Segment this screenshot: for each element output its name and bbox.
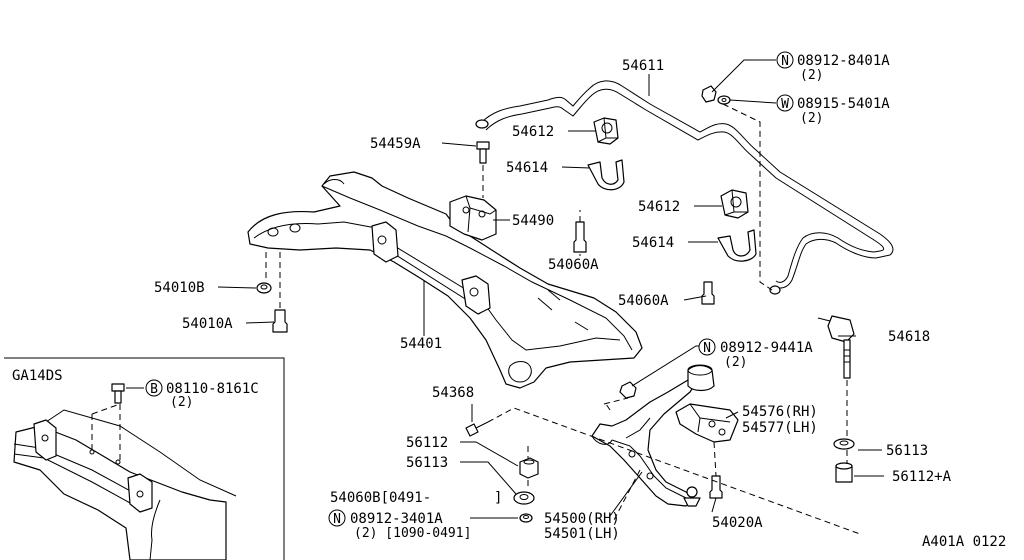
washer-icon bbox=[256, 282, 272, 294]
clamp-icon bbox=[587, 159, 625, 191]
footer-code: A401A 0122 bbox=[922, 534, 1006, 550]
inset-panel bbox=[4, 357, 285, 560]
label-54368: 54368 bbox=[432, 385, 474, 401]
label-08912-3401a: 08912-3401A bbox=[350, 511, 443, 527]
label-54010a: 54010A bbox=[182, 316, 233, 332]
stabilizer-link-icon bbox=[817, 315, 855, 379]
marker-b: B bbox=[145, 379, 163, 397]
bolt-icon bbox=[573, 221, 587, 253]
label-08915-5401a: 08915-5401A bbox=[797, 96, 890, 112]
label-54500: 54500(RH) bbox=[544, 511, 620, 527]
bushing-icon bbox=[593, 117, 619, 145]
bolt-icon bbox=[476, 141, 490, 164]
label-54618: 54618 bbox=[888, 329, 930, 345]
label-08912-8401a-qty: (2) bbox=[800, 68, 823, 83]
marker-n-1: N bbox=[776, 51, 794, 69]
label-08912-9441a: 08912-9441A bbox=[720, 340, 813, 356]
inset-title: GA14DS bbox=[12, 368, 63, 384]
crossmember-icon bbox=[247, 171, 643, 389]
label-54010b: 54010B bbox=[154, 280, 205, 296]
lower-control-arm-icon bbox=[591, 364, 715, 507]
label-54501: 54501(LH) bbox=[544, 526, 620, 542]
label-54576: 54576(RH) bbox=[742, 404, 818, 420]
bushing-icon bbox=[833, 438, 855, 450]
label-56113-right: 56113 bbox=[886, 443, 928, 459]
marker-n-text: N bbox=[333, 512, 341, 527]
reference-lines bbox=[265, 103, 861, 535]
label-54611: 54611 bbox=[622, 58, 664, 74]
nut-icon bbox=[701, 85, 717, 103]
ball-joint-icon bbox=[683, 475, 723, 507]
washer-icon bbox=[717, 95, 731, 105]
label-08915-5401a-qty: (2) bbox=[800, 111, 823, 126]
label-56112: 56112 bbox=[406, 435, 448, 451]
label-54459a: 54459A bbox=[370, 136, 421, 152]
stabilizer-bar-icon bbox=[475, 80, 894, 295]
marker-n-text: N bbox=[781, 54, 789, 69]
label-54614-lower: 54614 bbox=[632, 235, 674, 251]
label-54612-lower: 54612 bbox=[638, 199, 680, 215]
label-54060b: 54060B[0491- bbox=[330, 490, 431, 506]
clamp-icon bbox=[717, 229, 757, 262]
nut-icon bbox=[619, 381, 637, 399]
label-54060a-lower: 54060A bbox=[618, 293, 669, 309]
label-54614-upper: 54614 bbox=[506, 160, 548, 176]
nut-icon bbox=[519, 513, 533, 523]
label-54060a-upper: 54060A bbox=[548, 257, 599, 273]
bolt-icon bbox=[272, 309, 288, 333]
label-08912-9441a-qty: (2) bbox=[724, 355, 747, 370]
marker-w: W bbox=[776, 94, 794, 112]
marker-n-text: N bbox=[703, 341, 711, 356]
label-54612-upper: 54612 bbox=[512, 124, 554, 140]
marker-n-2: N bbox=[698, 338, 716, 356]
bushing-icon bbox=[835, 462, 853, 483]
label-08912-8401a: 08912-8401A bbox=[797, 53, 890, 69]
bolt-icon bbox=[701, 281, 715, 305]
mount-bracket-icon bbox=[449, 195, 497, 241]
arm-bracket-icon bbox=[675, 403, 739, 443]
marker-n-3: N bbox=[328, 509, 346, 527]
marker-b-text: B bbox=[150, 382, 158, 397]
label-56113-left: 56113 bbox=[406, 455, 448, 471]
label-54490: 54490 bbox=[512, 213, 554, 229]
label-54060b-close: ] bbox=[494, 490, 502, 506]
bushing-icon bbox=[519, 457, 539, 479]
label-08110-8161c-qty: (2) bbox=[170, 395, 193, 410]
label-54577: 54577(LH) bbox=[742, 420, 818, 436]
label-08912-3401a-qty: (2) [1090-0491] bbox=[354, 526, 471, 541]
washer-icon bbox=[513, 491, 535, 505]
label-54020a: 54020A bbox=[712, 515, 763, 531]
bushing-icon bbox=[720, 189, 749, 219]
part-labels: 54611 08912-8401A (2) 08915-5401A (2) 54… bbox=[12, 53, 1006, 550]
bolt-icon bbox=[465, 421, 489, 437]
label-08110-8161c: 08110-8161C bbox=[166, 381, 259, 397]
marker-w-text: W bbox=[781, 97, 789, 112]
label-54401: 54401 bbox=[400, 336, 442, 352]
label-56112-a: 56112+A bbox=[892, 469, 952, 485]
